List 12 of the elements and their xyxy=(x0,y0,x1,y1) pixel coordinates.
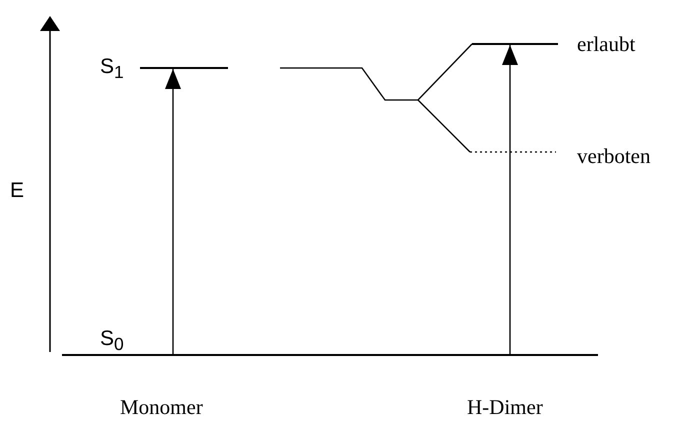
transition-arrow xyxy=(502,45,518,354)
axis-label: E xyxy=(10,180,24,201)
column-label: Monomer xyxy=(120,397,203,418)
transition-label: erlaubt xyxy=(577,34,636,55)
level-label: S$_{0}$ xyxy=(100,328,124,354)
energy-level-line xyxy=(140,67,228,69)
transition-arrow xyxy=(165,69,181,354)
energy-level-line xyxy=(62,354,598,356)
energy-level-line xyxy=(472,43,558,45)
transition-label: verboten xyxy=(577,146,650,167)
level-label: S$_{1}$ xyxy=(100,56,124,82)
column-label: H-Dimer xyxy=(467,397,543,418)
